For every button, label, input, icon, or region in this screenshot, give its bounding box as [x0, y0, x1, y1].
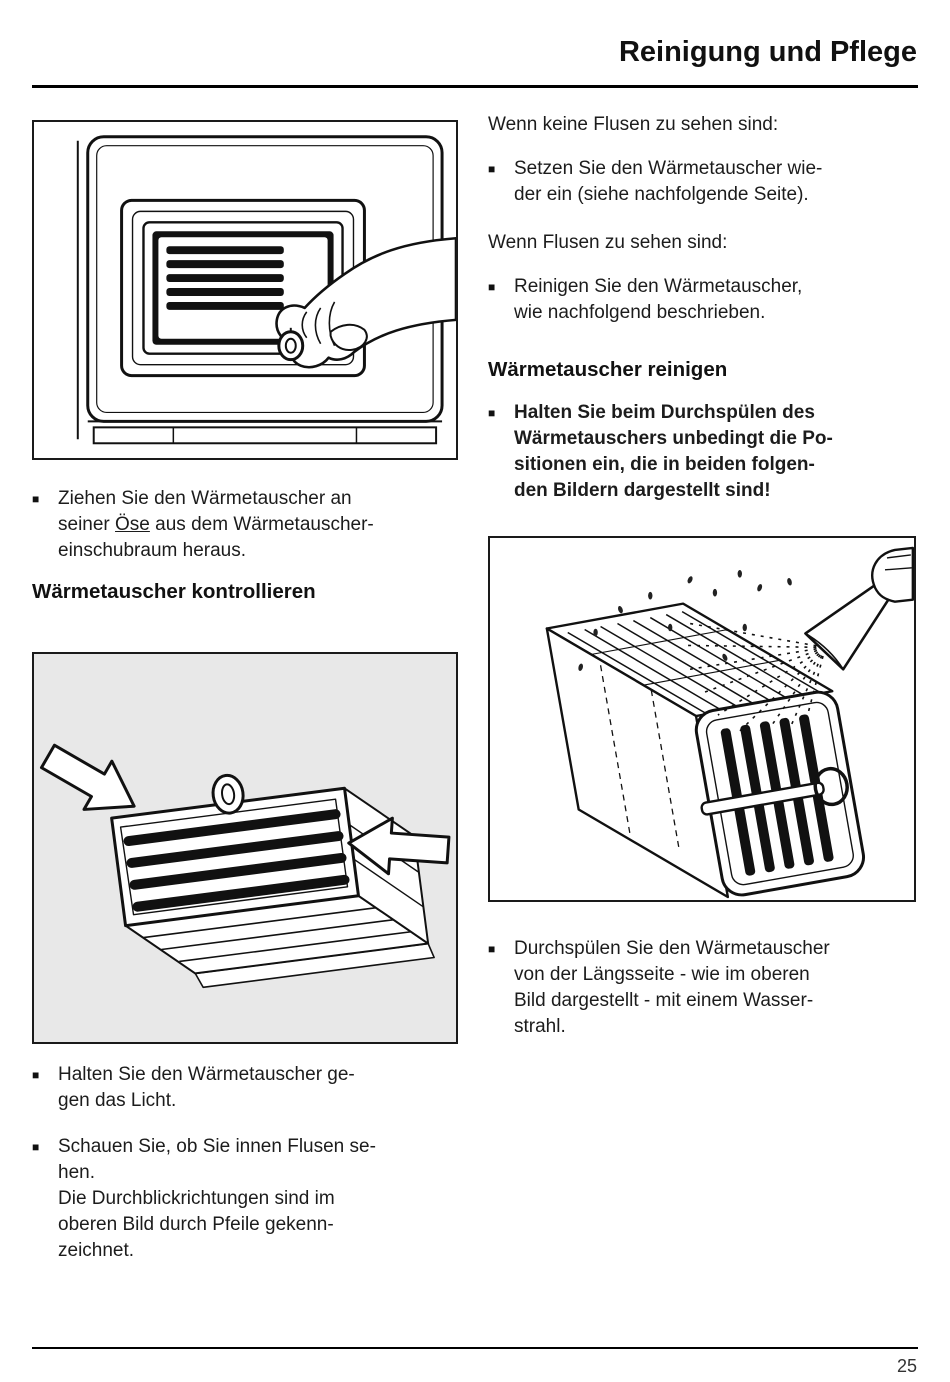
underlined-word: Öse — [115, 514, 150, 535]
instruction-rinse-text: Durchspülen Sie den Wärmetauscher von de… — [514, 938, 830, 1037]
instruction-rinse: ■ Durchspülen Sie den Wärmetauscher von … — [488, 936, 920, 1040]
instruction-check-lint: ■ Schauen Sie, ob Sie innen Flusen se- h… — [32, 1134, 460, 1264]
instruction-reinsert-text: Setzen Sie den Wärmetauscher wie- der ei… — [514, 158, 823, 205]
heading-check-heat-exchanger: Wärmetauscher kontrollieren — [32, 580, 316, 603]
square-bullet-icon: ■ — [488, 406, 496, 420]
figure-inspect-heat-exchanger — [32, 652, 458, 1044]
pull-heat-exchanger-drawing — [76, 135, 456, 445]
instruction-pull-out: ■ Ziehen Sie den Wärmetauscher an seiner… — [32, 486, 460, 564]
instruction-pull-out-text: Ziehen Sie den Wärmetauscher an seiner Ö… — [58, 486, 460, 564]
ring-handle — [277, 327, 305, 362]
page-number: 25 — [896, 1356, 917, 1376]
instruction-hold-to-light: ■ Halten Sie den Wärmetauscher ge- gen d… — [32, 1062, 460, 1114]
hand — [275, 236, 456, 369]
grille — [166, 246, 284, 310]
left-column: ■ Ziehen Sie den Wärmetauscher an seiner… — [32, 120, 460, 1264]
inspect-heat-exchanger-drawing — [39, 743, 451, 989]
header-rule — [32, 85, 918, 88]
heading-clean-heat-exchanger: Wärmetauscher reinigen — [488, 358, 728, 381]
instruction-hold-to-light-text: Halten Sie den Wärmetauscher ge- gen das… — [58, 1064, 355, 1111]
figure-pull-heat-exchanger — [32, 120, 458, 460]
rinse-heat-exchanger-drawing — [545, 546, 914, 899]
square-bullet-icon: ■ — [488, 162, 496, 176]
hand — [871, 546, 914, 603]
right-column: Wenn keine Flusen zu sehen sind: ■ Setze… — [488, 112, 920, 1040]
arrow-right — [347, 816, 451, 876]
page-title: Reinigung und Pflege — [618, 36, 917, 68]
square-bullet-icon: ■ — [488, 942, 496, 956]
square-bullet-icon: ■ — [488, 280, 496, 294]
condition-lint: Wenn Flusen zu sehen sind: — [488, 232, 728, 253]
figure-rinse-heat-exchanger — [488, 536, 916, 902]
front-grille — [123, 809, 350, 912]
warning-rinse-positions-text: Halten Sie beim Durchspülen des Wärmetau… — [514, 402, 833, 501]
ring-handle — [700, 766, 849, 816]
instruction-check-lint-text: Schauen Sie, ob Sie innen Flusen se- hen… — [58, 1136, 376, 1261]
instruction-clean: ■ Reinigen Sie den Wärmetauscher, wie na… — [488, 274, 920, 326]
ring-handle — [211, 773, 245, 815]
warning-rinse-positions: ■ Halten Sie beim Durchspülen des Wärmet… — [488, 400, 920, 504]
text-before: Ziehen Sie den Wärmetauscher an seiner — [58, 488, 352, 535]
condition-no-lint: Wenn keine Flusen zu sehen sind: — [488, 114, 779, 135]
footer-rule — [32, 1347, 918, 1349]
water-spray — [684, 622, 827, 744]
square-bullet-icon: ■ — [32, 1140, 40, 1154]
square-bullet-icon: ■ — [32, 1068, 40, 1082]
text-after: aus dem Wärmetauscher- einschubraum hera… — [58, 514, 374, 561]
arrow-top-left — [39, 743, 136, 811]
instruction-reinsert: ■ Setzen Sie den Wärmetauscher wie- der … — [488, 156, 920, 208]
square-bullet-icon: ■ — [32, 492, 40, 506]
instruction-clean-text: Reinigen Sie den Wärmetauscher, wie nach… — [514, 276, 803, 323]
front-grille-face — [694, 690, 866, 897]
water-droplets — [578, 570, 792, 671]
